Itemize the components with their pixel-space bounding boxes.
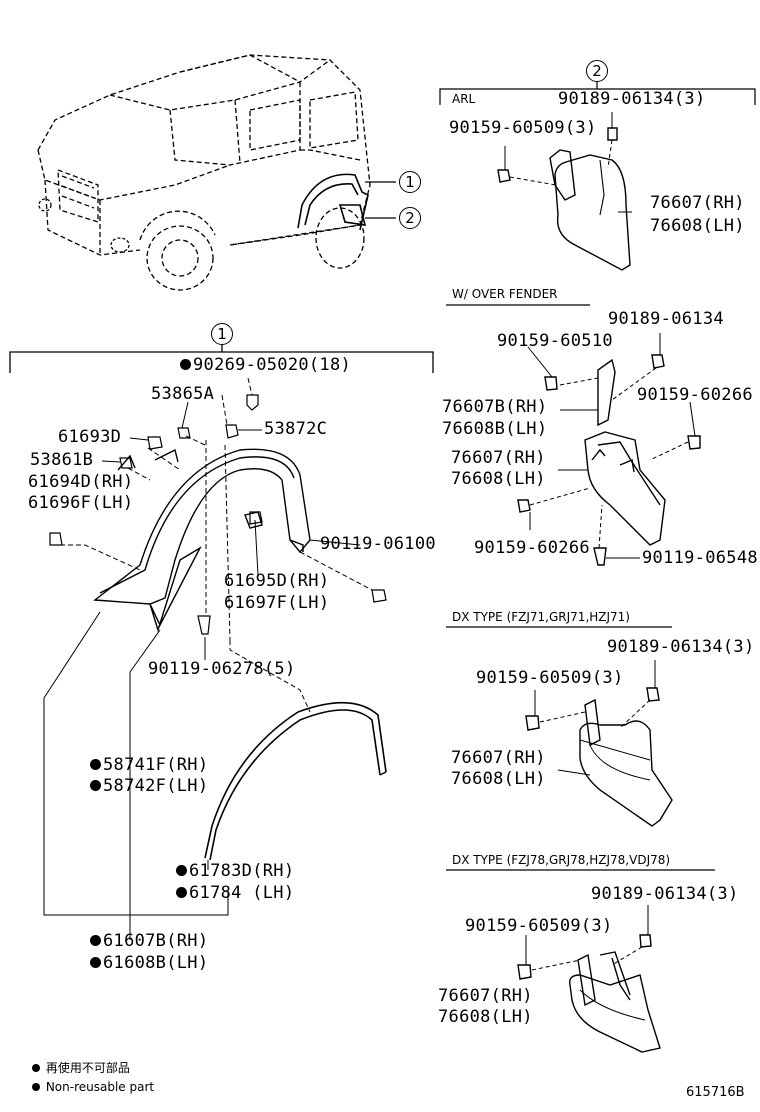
part-of-76607b: 76607B(RH)	[442, 397, 548, 417]
part-arl-90189: 90189-06134(3)	[558, 89, 706, 109]
part-90269-05020: 90269-05020(18)	[180, 357, 351, 374]
section-header-over-fender: W/ OVER FENDER	[452, 287, 558, 301]
non-reusable-dot-icon	[32, 1064, 40, 1072]
part-61697f: 61697F(LH)	[224, 593, 330, 613]
non-reusable-dot-icon	[90, 935, 101, 946]
non-reusable-dot-icon	[176, 865, 187, 876]
part-of-90119-06548: 90119-06548	[642, 548, 758, 568]
left-leaders	[43, 377, 373, 940]
group-1-border	[9, 345, 434, 373]
part-61694d: 61694D(RH)	[28, 472, 134, 492]
part-61696f: 61696F(LH)	[28, 493, 134, 513]
part-61693d: 61693D	[58, 427, 122, 447]
part-61607b: 61607B(RH)	[90, 933, 208, 950]
callout-1-group: 1	[211, 323, 233, 345]
part-61784: 61784 (LH)	[176, 885, 294, 902]
vehicle-wheels	[38, 173, 396, 291]
part-arl-76607: 76607(RH)	[650, 193, 745, 213]
section-header-dx78: DX TYPE (FZJ78,GRJ78,HZJ78,VDJ78)	[452, 853, 671, 867]
arl-mudflap	[497, 112, 632, 271]
callout-2-group: 2	[586, 60, 608, 82]
non-reusable-dot-icon	[180, 359, 191, 370]
non-reusable-dot-icon	[32, 1083, 40, 1091]
vehicle-illustration	[37, 54, 371, 256]
part-dx71-90159: 90159-60509(3)	[476, 668, 624, 688]
part-53865a: 53865A	[151, 384, 215, 404]
part-of-76608b: 76608B(LH)	[442, 419, 548, 439]
part-of-76608: 76608(LH)	[451, 469, 546, 489]
part-dx78-76608: 76608(LH)	[438, 1007, 533, 1027]
part-61695d: 61695D(RH)	[224, 571, 330, 591]
part-90119-06278: 90119-06278(5)	[148, 659, 296, 679]
part-dx71-76607: 76607(RH)	[451, 748, 546, 768]
non-reusable-dot-icon	[176, 887, 187, 898]
part-arl-90159: 90159-60509(3)	[449, 118, 597, 138]
legend-en: Non-reusable part	[32, 1081, 154, 1093]
diagram-id: 615716B	[686, 1085, 745, 1100]
part-dx78-90159: 90159-60509(3)	[465, 916, 613, 936]
part-of-90189: 90189-06134	[608, 309, 724, 329]
part-dx71-90189: 90189-06134(3)	[607, 637, 755, 657]
part-dx78-76607: 76607(RH)	[438, 986, 533, 1006]
over-fender-mudflap	[517, 333, 701, 566]
part-53861b: 53861B	[30, 450, 94, 470]
section-header-dx71: DX TYPE (FZJ71,GRJ71,HZJ71)	[452, 610, 630, 624]
part-of-90159-60266-b: 90159-60266	[474, 538, 590, 558]
non-reusable-dot-icon	[90, 957, 101, 968]
part-53872c: 53872C	[264, 419, 328, 439]
part-of-76607: 76607(RH)	[451, 448, 546, 468]
legend-jp: 再使用不可部品	[32, 1062, 130, 1074]
part-61783d: 61783D(RH)	[176, 863, 294, 880]
fender-flare-assembly	[93, 448, 387, 861]
part-of-90159-60510: 90159-60510	[497, 331, 613, 351]
part-dx78-90189: 90189-06134(3)	[591, 884, 739, 904]
non-reusable-dot-icon	[90, 759, 101, 770]
section-borders	[439, 82, 756, 871]
dx71-mudflap	[525, 660, 673, 827]
part-dx71-76608: 76608(LH)	[451, 769, 546, 789]
part-58742f: 58742F(LH)	[90, 778, 208, 795]
non-reusable-dot-icon	[90, 780, 101, 791]
part-61608b: 61608B(LH)	[90, 955, 208, 972]
callout-1-vehicle: 1	[399, 171, 421, 193]
part-58741f: 58741F(RH)	[90, 757, 208, 774]
section-header-arl: ARL	[452, 92, 476, 106]
part-of-90159-60266-a: 90159-60266	[637, 385, 753, 405]
dx78-mudflap	[517, 905, 661, 1053]
callout-2-vehicle: 2	[399, 207, 421, 229]
part-arl-76608: 76608(LH)	[650, 216, 745, 236]
part-90119-06100: 90119-06100	[320, 534, 436, 554]
